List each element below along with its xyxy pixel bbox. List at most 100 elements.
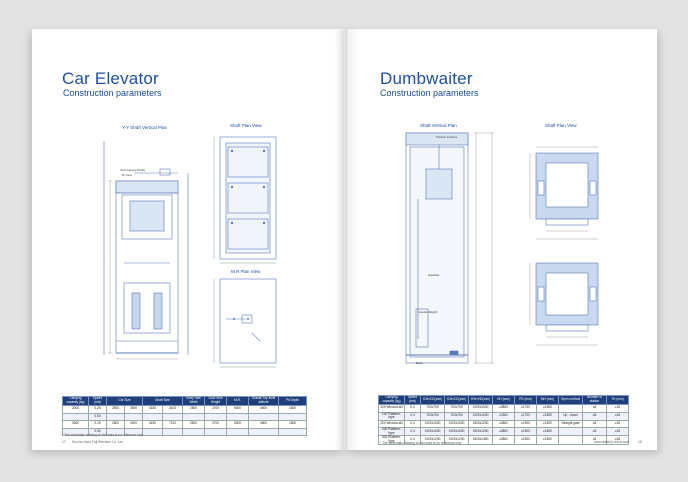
table-header: HW×HD(mm) (468, 395, 493, 405)
table-header: OH (mm) (492, 395, 515, 405)
table-header: TH (mm) (606, 395, 629, 405)
table-cell: 7100 (162, 420, 184, 429)
table-cell: 1000x1000 (444, 419, 469, 429)
page-subtitle: Construction parameters (380, 88, 479, 98)
table-header: Number of station (582, 395, 607, 405)
table-cell: ≤15 (606, 427, 629, 437)
table-cell: 2500 (182, 420, 206, 429)
table-cell: Straight gate (558, 419, 583, 429)
right-page: Dumbwaiter Construction parameters Shaft… (344, 29, 657, 450)
table-cell: ≤8 (582, 427, 607, 437)
table-header: MH (mm) (536, 395, 559, 405)
table-cell (162, 412, 184, 421)
table-header: Car Size (105, 396, 144, 406)
table-cell (278, 427, 308, 436)
table-row: 0.50 (62, 412, 308, 421)
table-header: Shaft Size (142, 396, 184, 406)
footer-page-number: 18 (638, 440, 642, 444)
table-cell: 2800 (106, 420, 125, 429)
dumbwaiter-spec-table: Carrying capacity (kg) Speed (m/s) CW×CD… (378, 395, 629, 445)
table-cell (123, 427, 144, 436)
table-cell: ≥1900 (514, 435, 537, 445)
page-subtitle: Construction parameters (63, 88, 162, 98)
table-cell (204, 427, 228, 436)
hoistway-label: Hoistway (428, 273, 440, 277)
table-cell: 4000 (123, 420, 144, 429)
table-cell: ≥1900 (514, 419, 537, 429)
table-header: Pit Depth (278, 396, 308, 406)
table-cell: 4150 (142, 420, 164, 429)
table-cell: 700x700 (444, 411, 469, 421)
table-header: Overall Top level altitude (248, 396, 280, 406)
table-cell: 1500x1250 (468, 419, 493, 429)
table-header-row: Carrying capacity (kg) Speed (m/s) Car S… (62, 396, 308, 406)
table-cell: 0.25 (88, 405, 107, 414)
table-cell: 1500x1250 (468, 427, 493, 437)
car-elevator-spec-table: Carrying capacity (kg) Speed (m/s) Car S… (62, 396, 308, 436)
table-cell (182, 412, 206, 421)
table-header: CW×CD(mm) (444, 395, 469, 405)
table-cell: ≤8 (582, 411, 607, 421)
table-cell: 700x700 (420, 404, 445, 413)
table-cell (62, 412, 89, 421)
table-cell: 700x700 (420, 411, 445, 421)
table-cell (226, 427, 250, 436)
table-cell: 100 Platform-type (378, 411, 405, 421)
table-cell: ≤15 (606, 419, 629, 429)
table-header-row: Carrying capacity (kg) Speed (m/s) CW×CD… (378, 395, 629, 405)
table-cell: 4500 (248, 405, 280, 414)
table-cell: ≤8 (582, 404, 607, 413)
table-cell: 2500 (106, 405, 125, 414)
table-cell: ≥1900 (514, 427, 537, 437)
table-cell: ≤8 (582, 419, 607, 429)
table-cell: 5000 (226, 420, 250, 429)
table-cell: 0.25 (88, 420, 107, 429)
table-cell (558, 435, 583, 445)
table-cell: 0.4 (404, 404, 421, 413)
table-header: Speed (m/s) (404, 395, 421, 405)
footer-url: www.asiafuji-china.com (594, 440, 630, 444)
table-cell: 4150 (142, 405, 164, 414)
table-header: Open method (558, 395, 583, 405)
table-cell: ≥1500 (536, 427, 559, 437)
table-cell (142, 412, 164, 421)
footer-page-number: 17 (62, 440, 66, 444)
table-cell: 1000x1000 (444, 427, 469, 437)
traction-machine-label: Traction machine (436, 135, 458, 139)
table-cell: ≤15 (606, 435, 629, 445)
vertical-plan-drawing: Hoist Capacity 3000kg By Client (103, 141, 189, 360)
shaft-plan-label: Shaft Plan View (545, 123, 577, 128)
table-cell: 4500 (248, 420, 280, 429)
table-header: PD (mm) (514, 395, 537, 405)
table-cell: 1000x1000 (420, 427, 445, 437)
table-header: Entry Size Width (182, 396, 206, 406)
table-cell (558, 404, 583, 413)
shaft-plan-drawing-bottom (529, 262, 599, 346)
table-cell: Up - down (558, 411, 583, 421)
table-cell (278, 412, 308, 421)
table-cell: 0.4 (404, 427, 421, 437)
shaft-plan-label: Shaft Plan View (230, 123, 262, 128)
mr-plan-drawing (213, 278, 277, 368)
table-cell: 1500x1450 (468, 435, 493, 445)
table-cell: 2700 (204, 420, 228, 429)
svg-text:By Client: By Client (122, 174, 132, 177)
table-cell (162, 427, 184, 436)
table-cell: 3000 (62, 420, 89, 429)
table-cell: 1000x1000 (420, 419, 445, 429)
table-cell: 1600 (278, 405, 308, 414)
table-header: Speed (m/s) (88, 396, 107, 406)
table-cell (226, 412, 250, 421)
footer-company: Suzhou Asia Fuji Elevator Co.,Ltd. (72, 440, 124, 444)
counterweight-label: Counter Weight (418, 310, 438, 314)
table-cell (204, 412, 228, 421)
vertical-plan-label: Y-Y Shaft Vertical Plan (122, 125, 168, 130)
table-cell (248, 412, 280, 421)
vertical-plan-label: Shaft Vertical Plan (420, 123, 457, 128)
left-page: Car Elevator Construction parameters Y-Y… (32, 29, 344, 450)
table-cell: 1200x1000 (468, 404, 493, 413)
table-header: CW×CD(mm) (420, 395, 445, 405)
